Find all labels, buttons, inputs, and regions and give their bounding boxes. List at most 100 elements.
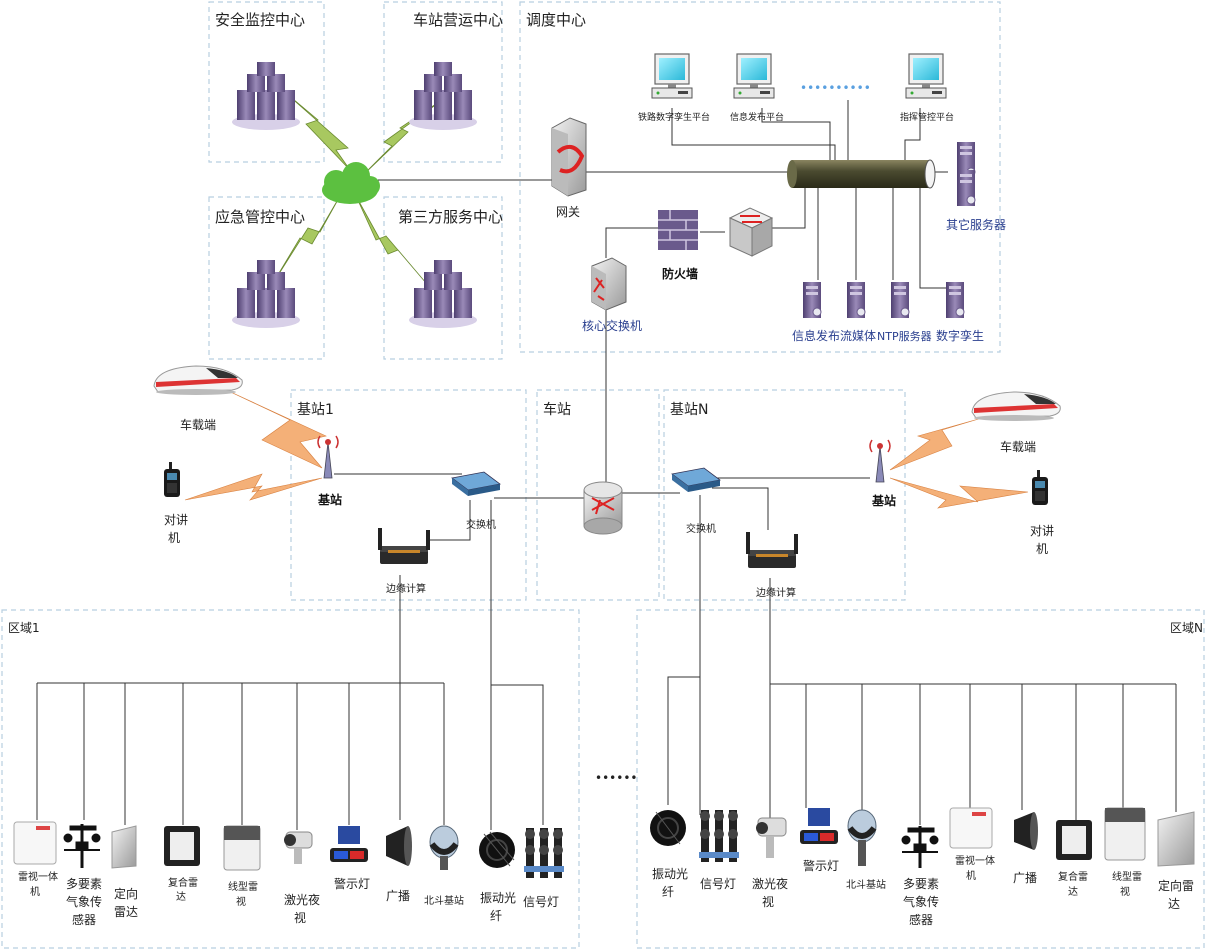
zone-station-ops xyxy=(383,1,503,163)
edge-label-baseN: 边缘计算 xyxy=(756,586,796,599)
server-station-ops xyxy=(409,62,477,130)
edge-label-base1: 边缘计算 xyxy=(386,582,426,595)
edge-icon-baseN xyxy=(746,532,798,568)
zone-emergency xyxy=(208,196,325,360)
zone-title-area1: 区域1 xyxy=(8,621,40,635)
a1-label-7-1: 广播 xyxy=(386,889,410,903)
link-radio-baseN xyxy=(889,477,1029,509)
linear-radar-vision-icon xyxy=(223,825,261,871)
aN-label-5-3: 感器 xyxy=(909,912,933,927)
other-servers-label: 其它服务器 xyxy=(946,217,1006,232)
laser-night-vision-icon xyxy=(756,817,787,858)
linear-radar-vision-icon xyxy=(1104,807,1146,861)
server-third-party xyxy=(409,260,477,328)
a1-label-3-1: 复合雷 xyxy=(168,876,198,889)
signal-light-icon xyxy=(524,828,564,878)
a1-label-4-1: 线型雷 xyxy=(228,880,258,893)
server-label-1: 流媒体 xyxy=(840,329,876,343)
a1-label-4-2: 视 xyxy=(236,895,246,908)
train-icon-baseN xyxy=(971,391,1061,422)
radio-label-baseN-l2: 机 xyxy=(1036,542,1048,556)
pc-icon-info-release xyxy=(733,53,775,99)
aN-label-5-1: 多要素 xyxy=(903,877,939,891)
beidou-station-icon xyxy=(847,809,877,866)
server-icon-ntp xyxy=(890,281,910,319)
train-label-base1: 车载端 xyxy=(180,417,216,432)
zone-title-third-party: 第三方服务中心 xyxy=(398,208,503,226)
server-icon-digital-twin xyxy=(945,281,965,319)
aN-label-8-2: 达 xyxy=(1068,886,1078,898)
zone-safety xyxy=(208,1,325,163)
edge-icon-base1 xyxy=(378,528,430,564)
a1-label-9-2: 纤 xyxy=(490,909,502,923)
a1-label-0-1: 雷视一体 xyxy=(18,870,58,883)
radar-vision-icon xyxy=(949,807,993,849)
pc-icon-digital-twin xyxy=(651,53,693,99)
aN-label-9-2: 视 xyxy=(1120,885,1130,898)
a1-label-2-1: 定向 xyxy=(114,886,138,901)
server-safety xyxy=(232,62,300,130)
other-servers-icon xyxy=(956,141,976,207)
server-icon-streaming xyxy=(846,281,866,319)
aN-label-3-1: 警示灯 xyxy=(803,858,839,873)
radio-icon-baseN xyxy=(1032,470,1048,505)
zone-title-safety: 安全监控中心 xyxy=(215,11,305,29)
a1-label-5-2: 视 xyxy=(294,910,306,925)
aN-label-0-1: 振动光 xyxy=(652,867,688,881)
train-label-baseN: 车载端 xyxy=(1000,439,1036,454)
aN-label-6-2: 机 xyxy=(966,869,976,882)
switch-label-baseN: 交换机 xyxy=(686,522,716,535)
areaN-bus xyxy=(667,676,1177,825)
firewall-label: 防火墙 xyxy=(662,266,698,281)
core-switch-label: 核心交换机 xyxy=(582,318,642,333)
link-train-baseN xyxy=(889,417,983,471)
a1-label-1-1: 多要素 xyxy=(66,877,102,891)
a1-label-5-1: 激光夜 xyxy=(284,892,320,907)
radio-label-baseN-l1: 对讲 xyxy=(1030,523,1054,538)
base-antenna-icon-1 xyxy=(317,435,339,479)
composite-radar-icon xyxy=(1056,820,1092,860)
radio-label-base1-l2: 机 xyxy=(168,531,180,545)
aN-label-4-1: 北斗基站 xyxy=(846,878,886,891)
areaN-device-icons xyxy=(650,807,1195,868)
middle-ellipsis: •••••• xyxy=(595,771,637,785)
base-label-1: 基站 xyxy=(317,492,342,507)
zone-title-station-ops: 车站营运中心 xyxy=(413,11,503,29)
pc-label-command: 指挥管控平台 xyxy=(900,111,954,123)
a1-label-9-1: 振动光 xyxy=(480,891,516,905)
broadcast-icon xyxy=(1014,812,1038,850)
switch-icon-base1 xyxy=(451,471,501,497)
vibration-fiber-icon xyxy=(479,831,515,868)
broadcast-icon xyxy=(386,826,412,866)
signal-light-icon xyxy=(699,810,739,862)
area1-device-icons xyxy=(13,821,564,878)
zone-third-party xyxy=(383,196,503,360)
server-label-3: 数字孪生 xyxy=(936,328,984,343)
a1-label-1-3: 感器 xyxy=(72,912,96,927)
directional-radar-icon xyxy=(111,825,137,869)
pc-ellipsis: •••••••••• xyxy=(800,81,871,95)
aN-label-0-2: 纤 xyxy=(662,885,674,899)
firewall-icon xyxy=(658,210,698,250)
a1-label-1-2: 气象传 xyxy=(66,894,102,909)
area1-bus xyxy=(36,682,544,830)
server-icon-info-release xyxy=(802,281,822,319)
zone-title-dispatch: 调度中心 xyxy=(526,11,586,29)
link-radio-base1 xyxy=(184,473,323,501)
switch-label-base1: 交换机 xyxy=(466,518,496,531)
dispatch-switch-icon xyxy=(728,207,774,257)
link-train-base1 xyxy=(221,387,327,469)
weather-sensor-icon xyxy=(901,826,939,868)
gateway-icon xyxy=(551,117,587,197)
pc-label-info-release: 信息发布平台 xyxy=(730,111,784,123)
warning-light-icon xyxy=(800,808,838,844)
beidou-station-icon xyxy=(429,825,459,870)
backbone-bus xyxy=(787,159,936,189)
station-router-icon xyxy=(583,481,623,535)
area1-labels: 雷视一体 机 多要素 气象传 感器 定向 雷达 复合雷 达 线型雷 视 激光夜 … xyxy=(18,870,559,927)
server-label-2: NTP服务器 xyxy=(877,330,932,343)
aN-label-1-1: 信号灯 xyxy=(700,877,736,891)
composite-radar-icon xyxy=(164,826,200,866)
server-label-0: 信息发布 xyxy=(792,328,840,343)
directional-radar-icon xyxy=(1157,811,1195,867)
